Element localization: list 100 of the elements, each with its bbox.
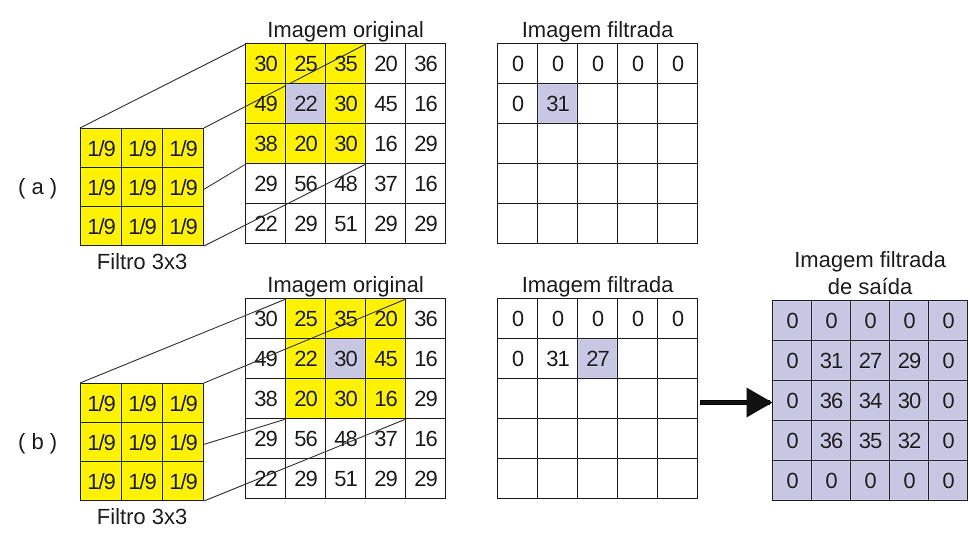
grid-cell: 0	[578, 44, 618, 84]
grid-title: Imagem original	[267, 271, 424, 298]
grid-cell: 1/9	[163, 423, 204, 462]
grid-cell: 0	[773, 421, 812, 461]
grid-cell: 1/9	[163, 129, 204, 168]
grid-title: Imagem filtrada de saída	[793, 246, 947, 300]
grid-title: Filtro 3x3	[96, 503, 188, 530]
grid-cell: 36	[812, 381, 851, 421]
grid-cell: 32	[890, 421, 929, 461]
grid-cell: 1/9	[81, 462, 122, 501]
grid-cell: 29	[406, 379, 446, 419]
grid-cell: 16	[406, 419, 446, 459]
grid-cell: 51	[326, 204, 366, 244]
grid-cell: 29	[286, 459, 326, 499]
grid-cell: 29	[406, 204, 446, 244]
grid-cell: 29	[366, 204, 406, 244]
grid-cell: 29	[366, 459, 406, 499]
grid-cell: 1/9	[122, 384, 163, 423]
grid-cell: 0	[773, 461, 812, 501]
grid-title: Imagem filtrada	[522, 271, 674, 298]
grid-cell: 34	[851, 381, 890, 421]
grid-cell: 16	[406, 339, 446, 379]
projection-line	[204, 418, 286, 445]
grid-cell: 1/9	[81, 129, 122, 168]
grid-cell: 35	[851, 421, 890, 461]
grid-cell: 29	[406, 124, 446, 164]
grid-cell: 0	[929, 421, 968, 461]
panel-label: ( b )	[18, 428, 58, 456]
projection-line	[204, 44, 366, 128]
grid-cell: 16	[366, 124, 406, 164]
grid-cell: 0	[929, 301, 968, 341]
grid-cell: 1/9	[81, 384, 122, 423]
projection-line	[204, 164, 366, 246]
grid-cell: 0	[929, 341, 968, 381]
grid-cell: 36	[406, 44, 446, 84]
grid-cell: 27	[578, 339, 618, 379]
grid-cell: 0	[773, 341, 812, 381]
grid-title: Imagem filtrada	[522, 16, 674, 43]
grid-cell: 29	[286, 204, 326, 244]
arrow	[700, 390, 773, 416]
grid-cell: 20	[366, 44, 406, 84]
grid-cell: 31	[538, 84, 578, 124]
grid-cell: 1/9	[122, 423, 163, 462]
projection-line	[80, 44, 246, 128]
grid-cell: 0	[851, 301, 890, 341]
filter-window	[246, 44, 366, 164]
grid-cell: 0	[658, 299, 698, 339]
grid-title: Imagem original	[267, 16, 424, 43]
grid-cell: 0	[498, 44, 538, 84]
grid-cell: 36	[812, 421, 851, 461]
panel-label: ( a )	[18, 173, 58, 201]
grid-cell: 45	[366, 84, 406, 124]
grid-cell: 1/9	[81, 168, 122, 207]
grid-cell: 0	[498, 339, 538, 379]
grid-cell: 1/9	[122, 168, 163, 207]
grid-cell: 56	[286, 419, 326, 459]
projection-line	[204, 164, 246, 190]
grid-cell: 22	[246, 204, 286, 244]
grid-cell: 37	[366, 419, 406, 459]
grid-cell: 48	[326, 164, 366, 204]
grid-cell: 0	[890, 301, 929, 341]
grid-cell: 1/9	[81, 423, 122, 462]
grid-cell: 56	[286, 164, 326, 204]
grid-cell: 27	[851, 341, 890, 381]
grid-cell: 29	[246, 419, 286, 459]
grid-cell: 37	[366, 164, 406, 204]
grid-cell: 0	[658, 44, 698, 84]
grid-cell: 1/9	[122, 462, 163, 501]
grid-title: Filtro 3x3	[96, 248, 188, 275]
grid-cell: 0	[890, 461, 929, 501]
grid-cell: 16	[406, 84, 446, 124]
grid-cell: 31	[812, 341, 851, 381]
grid-cell: 1/9	[81, 207, 122, 246]
grid-cell: 1/9	[163, 462, 204, 501]
grid-cell: 0	[618, 299, 658, 339]
grid-cell: 0	[851, 461, 890, 501]
grid-cell: 0	[498, 299, 538, 339]
grid-cell: 1/9	[163, 168, 204, 207]
grid-cell: 36	[406, 299, 446, 339]
grid-cell: 0	[929, 461, 968, 501]
grid-cell: 16	[406, 164, 446, 204]
grid-cell: 0	[929, 381, 968, 421]
grid-cell: 0	[773, 301, 812, 341]
projection-line	[80, 298, 286, 384]
grid-cell: 0	[538, 299, 578, 339]
grid-cell: 0	[812, 461, 851, 501]
grid-cell: 1/9	[122, 207, 163, 246]
grid-cell: 0	[812, 301, 851, 341]
grid-cell: 0	[618, 44, 658, 84]
projection-line	[204, 418, 406, 502]
projection-line	[204, 298, 406, 384]
grid-cell: 30	[890, 381, 929, 421]
grid-cell: 29	[246, 164, 286, 204]
grid-cell: 51	[326, 459, 366, 499]
grid-cell: 1/9	[163, 207, 204, 246]
grid-cell: 1/9	[122, 129, 163, 168]
grid-cell: 29	[890, 341, 929, 381]
grid-cell: 0	[773, 381, 812, 421]
grid-cell: 29	[406, 459, 446, 499]
grid-cell: 1/9	[163, 384, 204, 423]
